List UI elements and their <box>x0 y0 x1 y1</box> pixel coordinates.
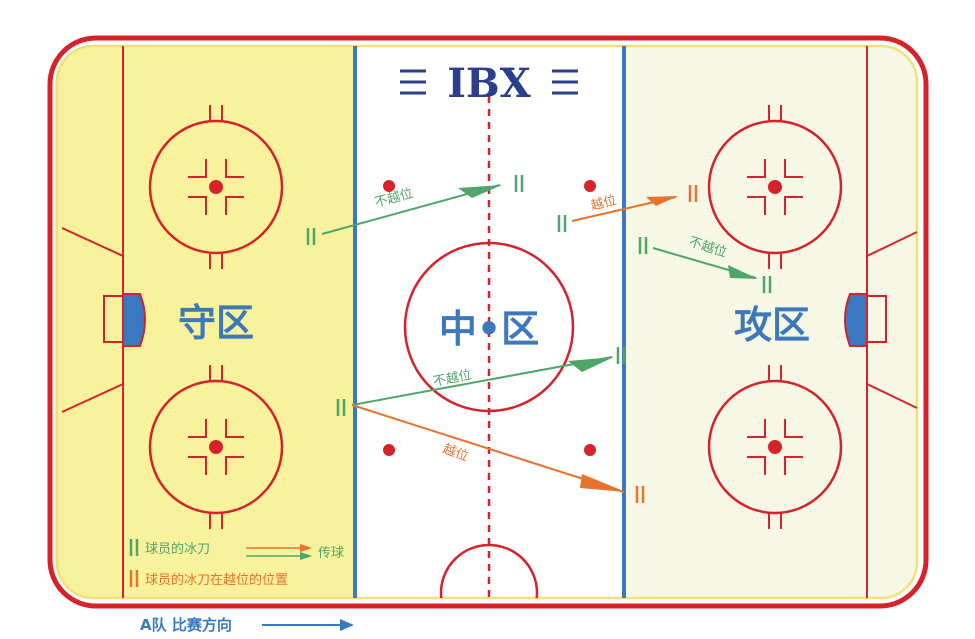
skate-markers <box>306 175 772 503</box>
skate-offside-marker <box>688 185 698 202</box>
skate-onside-marker <box>514 175 524 192</box>
attack-zone-label: 攻区 <box>734 303 810 347</box>
neutral-zone-label: 中•区 <box>439 307 539 351</box>
faceoff-circle-defense-top <box>148 105 284 269</box>
team-direction: A队 比赛方向 <box>140 616 354 634</box>
ibx-logo: IBX <box>400 60 578 107</box>
rink-outer-border <box>47 35 929 609</box>
logo-text: IBX <box>447 60 531 107</box>
pass-arrow-offside-1: 越位 <box>571 193 678 222</box>
skate-onside-marker <box>336 399 346 416</box>
legend-offside-skate: 球员的冰刀在越位的位置 <box>145 572 288 588</box>
right-trapezoid <box>866 231 918 409</box>
faceoff-dot <box>209 180 223 194</box>
direction-arrowhead <box>340 619 354 631</box>
legend-pass-arrows <box>246 544 312 560</box>
bottom-center-arc <box>439 543 539 598</box>
pass-label-2: 越位 <box>589 193 618 214</box>
faceoff-dot <box>768 440 782 454</box>
pass-arrow-onside-3: 不越位 <box>351 356 614 406</box>
skate-onside-marker <box>557 215 567 232</box>
faceoff-circle-attack-top <box>707 105 843 269</box>
end-zone-faceoff-circles <box>148 105 843 529</box>
left-goal <box>103 293 146 347</box>
attack-zone-fill <box>624 46 917 598</box>
faceoff-dot <box>209 440 223 454</box>
left-trapezoid <box>61 227 124 413</box>
direction-label: A队 比赛方向 <box>140 616 232 634</box>
legend-skate-onside-icon <box>129 539 139 556</box>
skate-onside-marker <box>762 276 772 293</box>
skate-offside-marker <box>635 486 645 503</box>
legend: 球员的冰刀 传球 球员的冰刀在越位的位置 <box>129 539 344 588</box>
legend-pass: 传球 <box>318 546 344 561</box>
skate-onside-marker <box>306 228 316 245</box>
center-circle <box>403 241 575 413</box>
faceoff-circle-defense-bottom <box>148 365 284 529</box>
skate-onside-marker <box>638 237 648 254</box>
legend-skate-offside-icon <box>129 570 139 587</box>
right-goal <box>844 293 887 347</box>
skate-onside-marker <box>616 347 626 364</box>
faceoff-dot <box>768 180 782 194</box>
pass-label-4: 不越位 <box>432 368 473 390</box>
neutral-faceoff-dots <box>383 180 596 456</box>
rink-inner-border <box>55 44 919 600</box>
defense-zone-label: 守区 <box>178 301 254 345</box>
faceoff-circle-attack-bottom <box>707 365 843 529</box>
legend-player-skate: 球员的冰刀 <box>145 541 210 557</box>
